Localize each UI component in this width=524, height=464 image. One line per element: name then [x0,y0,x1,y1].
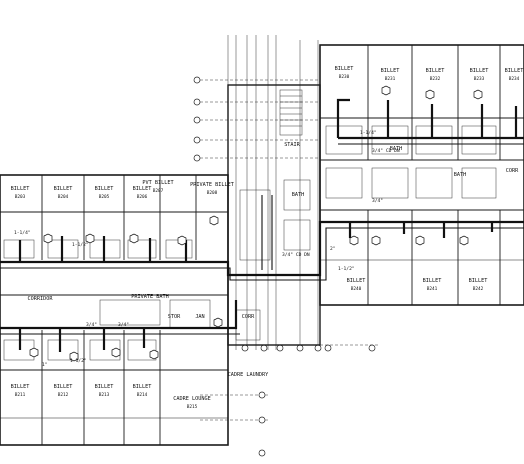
room-label: BILLET [133,384,152,390]
pipe-size-callout: 3/4" [372,198,383,204]
room-label: BILLET [381,68,400,74]
stor-label: STOR [168,314,181,320]
pipe-size-callout: 3/4" [86,322,97,328]
stair-label: STAIR [284,142,300,148]
room-number: B213 [99,392,110,398]
room-number: B215 [187,404,198,410]
pipe-size-callout: 1-1/2" [70,358,87,364]
right-bottom-room-labels: BILLET BILLET BILLET B240 B241 B242 [347,278,488,292]
grid-bubbles [193,76,376,457]
room-number: B231 [385,76,396,82]
room-number: B242 [473,286,484,292]
center-core-walls [227,84,321,346]
room-number: B207 [153,188,164,194]
bath-label: BATH [292,192,305,198]
room-label: BILLET [423,278,442,284]
room-number: B211 [15,392,26,398]
left-top-room-labels: BILLET BILLET BILLET BILLET PVT BILLET P… [11,180,234,200]
room-label: PVT BILLET [142,180,173,186]
private-bath-label: PRIVATE BATH [131,294,168,300]
room-number: B212 [58,392,69,398]
column-grid-lines [200,35,380,421]
center-labels: STAIR BATH CORRIDOR PRIVATE BATH STOR JA… [28,142,520,378]
corr-label: CORR [242,314,255,320]
pipe-callouts: 1-1/4" 3/4" 1-1/2" 3/4" CD DN 1-1/2" 2" … [14,130,400,368]
room-number: B204 [58,194,69,200]
room-label: BILLET [505,68,524,74]
room-number: B230 [339,74,350,80]
jan-label: JAN [195,314,204,320]
room-number: B240 [351,286,362,292]
room-label: BILLET [133,186,152,192]
piping-runs [0,98,524,352]
pipe-size-callout: 2" [330,246,336,252]
room-label: BILLET [470,68,489,74]
room-number: B205 [99,194,110,200]
room-label: BILLET [469,278,488,284]
room-number: B241 [427,286,438,292]
right-wing-walls [319,44,524,306]
pipe-size-callout: 3/4" [118,322,129,328]
room-label: CADRE LOUNGE [173,396,210,402]
room-label: BILLET [347,278,366,284]
pipe-size-callout: 1-1/4" [14,230,31,236]
bath-label: BATH [390,146,403,152]
room-label: BILLET [54,186,73,192]
room-label: BILLET [95,186,114,192]
room-label: PRIVATE BILLET [190,182,234,188]
room-number: B203 [15,194,26,200]
pipe-size-callout: 1-1/4" [360,130,377,136]
pipe-size-callout: 3/4" CD DN [372,148,400,154]
room-number: B232 [430,76,441,82]
room-label: BILLET [54,384,73,390]
room-number: B206 [137,194,148,200]
cadre-laundry-label: CADRE LAUNDRY [228,372,269,378]
left-bottom-room-labels: BILLET BILLET BILLET BILLET CADRE LOUNGE… [11,384,211,410]
corridor-label: CORRIDOR [28,296,54,302]
bath-label: BATH [454,172,467,178]
room-number: B208 [207,190,218,196]
room-number: B234 [509,76,520,82]
room-label: BILLET [95,384,114,390]
pipe-size-callout: 1-1/2" [338,266,355,272]
room-label: BILLET [11,186,30,192]
room-label: BILLET [11,384,30,390]
pipe-size-callout: 1-1/2" [72,242,89,248]
right-top-room-labels: BILLET BILLET BILLET BILLET BILLET B230 … [335,66,524,82]
room-number: B214 [137,392,148,398]
corr-label: CORR [506,168,519,174]
pipe-size-callout: 1" [42,362,48,368]
room-number: B233 [474,76,485,82]
room-label: BILLET [335,66,354,72]
pipe-size-callout: 3/4" CD DN [282,252,310,258]
room-label: BILLET [426,68,445,74]
equipment-tags [29,85,483,362]
